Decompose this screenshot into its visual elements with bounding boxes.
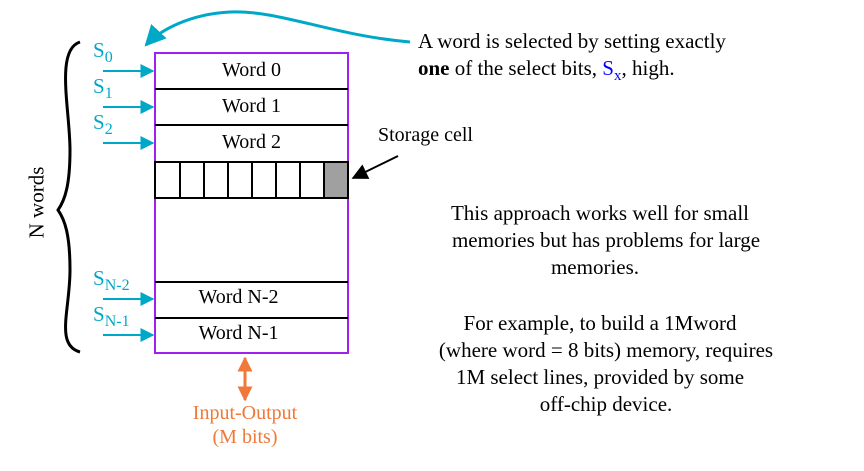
word-label: Word 0 — [222, 59, 281, 81]
io-label-line2: (M bits) — [212, 426, 278, 448]
note-bottom-line: For example, to build a 1Mword — [463, 311, 737, 335]
curly-brace — [56, 40, 81, 354]
storage-cell — [323, 161, 349, 199]
memory-array-box — [154, 52, 349, 354]
select-label-s0: S0 — [93, 38, 113, 67]
word-label: Word N-2 — [198, 286, 279, 308]
word-label: Word N-1 — [198, 322, 279, 344]
note-mid-line: memories. — [550, 255, 640, 279]
word-label: Word 2 — [222, 131, 281, 153]
select-label-s1: S1 — [93, 74, 113, 103]
note-emphasis: one — [418, 56, 450, 80]
note-bottom-line: (where word = 8 bits) memory, requires — [438, 338, 774, 362]
note-top-line2: one of the select bits, Sx, high. — [418, 56, 675, 85]
callout-arrow — [144, 10, 411, 47]
select-label-sn2: SN-2 — [93, 266, 130, 295]
note-mid-line: memories but has problems for large — [451, 228, 761, 252]
note-top-line1: A word is selected by setting exactly — [418, 29, 726, 53]
io-label-line1: Input-Output — [192, 402, 298, 424]
n-words-label: N words — [24, 166, 49, 239]
note-mid-line: This approach works well for small — [450, 201, 749, 225]
word-label: Word 1 — [222, 95, 281, 117]
note-bottom-line: off-chip device. — [539, 392, 673, 416]
select-label-s2: S2 — [93, 110, 113, 139]
note-bottom-line: 1M select lines, provided by some — [455, 365, 745, 389]
storage-cell-label: Storage cell — [378, 124, 473, 146]
storage-cell-pointer — [351, 155, 399, 179]
storage-cell-row — [154, 161, 349, 199]
select-label-sn1: SN-1 — [93, 302, 130, 331]
